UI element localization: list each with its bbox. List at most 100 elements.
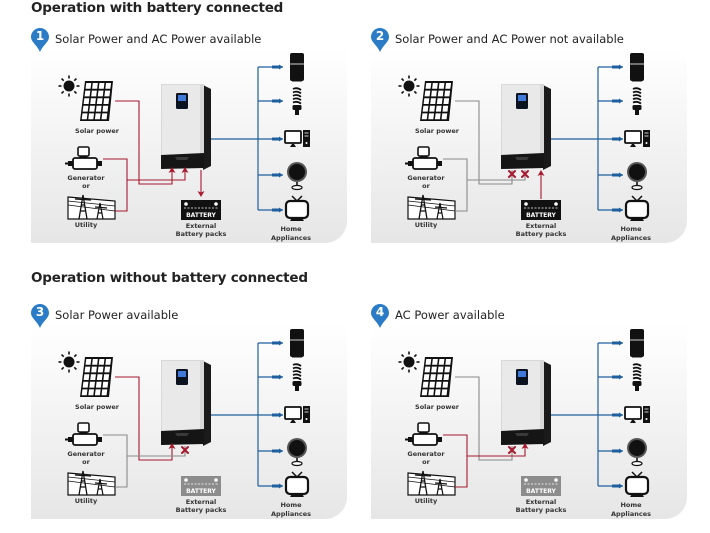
- panel-heading: 4 AC Power available: [371, 304, 505, 328]
- computer-icon: [624, 130, 650, 147]
- ac-blocked-x-icon: [521, 170, 529, 178]
- generator-icon: [65, 422, 102, 446]
- or-label: or: [82, 182, 90, 190]
- fan-icon: [287, 162, 307, 191]
- generator-label: Generator: [407, 174, 445, 182]
- battery-discharge-arrow-icon: [537, 170, 545, 176]
- battery-label-line2: Battery packs: [175, 230, 227, 238]
- panel-title: Solar Power and AC Power not available: [395, 32, 624, 46]
- plug-icon: [612, 412, 623, 418]
- ac-input-line: [103, 158, 186, 212]
- solar-input-arrow-icon: [168, 167, 176, 173]
- solar-panel-icon: [420, 81, 453, 121]
- battery-label-line1: External: [185, 498, 217, 506]
- utility-label: Utility: [414, 497, 438, 505]
- plug-icon: [612, 172, 623, 178]
- battery-label-line1: External: [525, 222, 557, 230]
- plug-icon: [612, 374, 623, 380]
- solar-input-line: [455, 376, 513, 461]
- fan-icon: [287, 438, 307, 467]
- plug-icon: [272, 207, 283, 213]
- plug-icon: [272, 136, 283, 142]
- utility-label: Utility: [74, 221, 98, 229]
- plug-icon: [612, 207, 623, 213]
- inverter-icon: [161, 84, 211, 170]
- battery-label-line1: External: [185, 222, 217, 230]
- or-label: or: [82, 458, 90, 466]
- plug-icon: [272, 64, 283, 70]
- or-label: or: [422, 182, 430, 190]
- inverter-icon: [501, 360, 551, 446]
- number-badge-icon: 1: [31, 28, 49, 52]
- section-title-with-battery: Operation with battery connected: [31, 0, 284, 16]
- badge-number: 1: [35, 29, 45, 43]
- utility-tower-icon: [67, 194, 116, 220]
- battery-charge-arrow-icon: [197, 191, 205, 197]
- computer-icon: [624, 406, 650, 423]
- utility-tower-icon: [67, 470, 116, 496]
- solar-input-line: [115, 100, 173, 185]
- sun-icon: [398, 351, 420, 373]
- battery-icon: BATTERY: [181, 200, 221, 220]
- flow-diagram: BATTERY: [398, 329, 650, 497]
- plug-icon: [272, 172, 283, 178]
- flow-diagram: BATTERY: [58, 329, 310, 497]
- badge-number: 2: [375, 29, 385, 43]
- utility-label: Utility: [414, 221, 438, 229]
- ac-input-line: [443, 434, 526, 488]
- plug-icon: [272, 412, 283, 418]
- inverter-icon: [161, 360, 211, 446]
- refrigerator-icon: [290, 53, 304, 82]
- solar-panel-icon: [80, 357, 113, 397]
- inverter-icon: [501, 84, 551, 170]
- fan-icon: [627, 162, 647, 191]
- plug-icon: [272, 448, 283, 454]
- generator-label: Generator: [67, 174, 105, 182]
- number-badge-icon: 4: [371, 304, 389, 328]
- fan-icon: [627, 438, 647, 467]
- tv-icon: [284, 471, 310, 497]
- battery-text: BATTERY: [186, 488, 216, 495]
- utility-tower-icon: [407, 470, 456, 496]
- refrigerator-icon: [630, 53, 644, 82]
- home-appliances-label: Home Appliances: [611, 225, 651, 242]
- plug-icon: [612, 340, 623, 346]
- refrigerator-icon: [630, 329, 644, 358]
- badge-number: 3: [35, 305, 45, 319]
- number-badge-icon: 2: [371, 28, 389, 52]
- battery-text: BATTERY: [526, 488, 556, 495]
- plug-icon: [612, 98, 623, 104]
- or-label: or: [422, 458, 430, 466]
- bulb-icon: [292, 87, 302, 115]
- section-title-without-battery: Operation without battery connected: [31, 270, 308, 286]
- ac-blocked-x-icon: [181, 446, 189, 454]
- battery-icon: BATTERY: [521, 200, 561, 220]
- tv-icon: [624, 195, 650, 221]
- ac-input-arrow-icon: [521, 443, 529, 449]
- generator-label: Generator: [67, 450, 105, 458]
- solar-input-line: [115, 376, 173, 461]
- battery-label-line1: External: [525, 498, 557, 506]
- battery-label-line2: Battery packs: [515, 506, 567, 514]
- generator-icon: [65, 146, 102, 170]
- solar-input-line: [455, 100, 513, 185]
- sun-icon: [398, 75, 420, 97]
- output-lines: [211, 66, 283, 211]
- plug-icon: [272, 340, 283, 346]
- bulb-icon: [292, 363, 302, 391]
- solar-panel-icon: [80, 81, 113, 121]
- generator-icon: [405, 146, 442, 170]
- battery-text: BATTERY: [186, 212, 216, 219]
- badge-number: 4: [375, 305, 385, 319]
- plug-icon: [272, 483, 283, 489]
- plug-icon: [272, 98, 283, 104]
- panel-title: AC Power available: [395, 308, 505, 322]
- solar-power-label: Solar power: [415, 127, 459, 135]
- number-badge-icon: 3: [31, 304, 49, 328]
- flow-diagram: BATTERY: [398, 53, 650, 221]
- battery-label-line2: Battery packs: [515, 230, 567, 238]
- tv-icon: [284, 195, 310, 221]
